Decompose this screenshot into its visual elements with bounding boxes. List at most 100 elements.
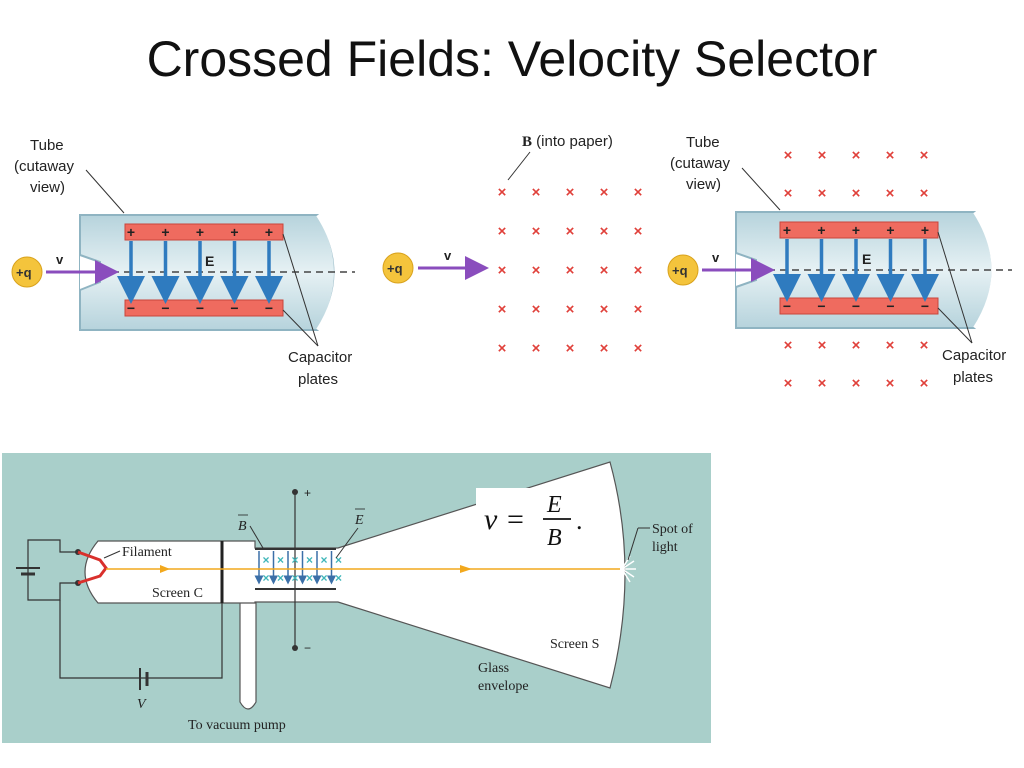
minus-sign: − [127,300,135,316]
b-field-cross: × [818,147,827,164]
plus-sign: + [265,224,273,240]
screen-c-label: Screen C [152,586,203,601]
b-field-cross: × [600,223,609,240]
filament [77,550,108,585]
b-field-cross: × [532,262,541,279]
b-field-cross: × [320,553,327,567]
terminal-dot [292,489,298,495]
b-field-cross: × [532,184,541,201]
field-arrows [117,241,283,304]
tube-leader [85,169,125,214]
filament-leader [103,550,121,559]
minus-sign: − [886,298,894,314]
b-field-label: B (into paper) [522,133,613,150]
minus-sign: − [265,300,273,316]
b-field-cross: × [886,185,895,202]
e-field-arrows [254,551,336,585]
screen-s-label: Screen S [550,637,599,652]
charge-label: +q [16,265,32,280]
light-spot [621,555,636,583]
minus-sign: − [196,300,204,316]
plates-leader-2 [282,309,319,347]
plus-sign: + [196,224,204,240]
panel-magnetic-field: B (into paper) ×××××××××××××××××××××××××… [382,133,643,357]
tube-label-2: (cutaway [670,155,731,172]
battery-v-label: V [137,697,147,712]
vacuum-pump-label: To vacuum pump [188,718,286,733]
b-field-cross: × [306,571,313,585]
b-field-cross: × [852,337,861,354]
b-field-cross: × [566,301,575,318]
minus-signs: −−−−− [783,298,929,314]
plates-leader-2 [937,307,973,344]
b-cross-grid: ××××××××××××××××××××××××× [498,184,643,357]
velocity-label: v [712,250,720,265]
b-field-cross: × [852,147,861,164]
minus-sign: − [161,300,169,316]
formula-equals: = [507,503,524,536]
minus-signs: −−−−− [127,300,273,316]
b-field-cross: × [532,340,541,357]
minus-sign: − [852,298,860,314]
minus-terminal: − [304,641,311,655]
b-vector-label: B [238,519,247,534]
b-field-cross: × [886,147,895,164]
b-field-cross: × [600,262,609,279]
charge-label: +q [672,263,688,278]
filament-label: Filament [122,545,172,560]
b-field-cross: × [600,340,609,357]
b-field-cross: × [566,184,575,201]
b-field-cross: × [634,262,643,279]
b-field-cross: × [532,301,541,318]
b-field-cross: × [335,553,342,567]
b-field-cross: × [886,337,895,354]
tube-end-cap [973,210,996,330]
tube-leader [741,167,781,211]
b-field-cross: × [818,375,827,392]
b-field-cross: × [566,223,575,240]
panel-crossed-fields: ×××××××××××××××××××× +++++ −−−−− E +q v … [667,134,1012,392]
b-field-cross: × [852,375,861,392]
thomson-apparatus: ×××××××××××× Filament Screen C B E + − S… [2,453,711,743]
formula-denominator: B [547,525,562,551]
b-cross-grid: ×××××××××××××××××××× [784,147,929,392]
b-field-cross: × [498,301,507,318]
glass-label-2: envelope [478,679,529,694]
b-leader [249,525,264,549]
minus-sign: − [817,298,825,314]
b-field-cross: × [886,375,895,392]
b-field-cross: × [566,262,575,279]
minus-sign: − [783,298,791,314]
b-field-cross: × [600,301,609,318]
plates-leader-1 [937,231,973,344]
b-cross-grid: ×××××××××××× [262,553,342,585]
formula-v: v [484,503,498,536]
minus-sign: − [230,300,238,316]
field-e-label: E [205,253,214,269]
plates-leader-1 [282,233,319,347]
b-field-cross: × [320,571,327,585]
spot-leader-down [627,527,639,561]
tube-end-cap [316,213,339,332]
plus-sign: + [230,224,238,240]
b-field-leader [507,151,531,181]
b-field-cross: × [277,571,284,585]
charge-circle [11,256,43,288]
formula-numerator: E [546,492,562,518]
plus-sign: + [161,224,169,240]
b-field-cross: × [634,301,643,318]
plus-sign: + [783,222,791,238]
spot-label-1: Spot of [652,522,693,537]
field-arrows [773,239,939,302]
b-field-cross: × [634,340,643,357]
b-field-cross: × [634,184,643,201]
charge-label: +q [387,261,403,276]
b-field-cross: × [600,184,609,201]
b-field-cross: × [306,553,313,567]
minus-sign: − [921,298,929,314]
charge-circle [667,254,699,286]
b-field-cross: × [532,223,541,240]
plates-label-1: Capacitor [288,349,352,366]
plus-sign: + [886,222,894,238]
